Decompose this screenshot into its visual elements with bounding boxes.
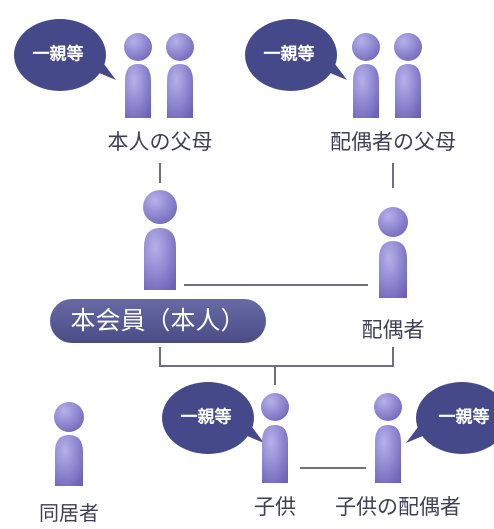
badge-bubble-child-spouse <box>406 382 494 454</box>
label-spouse: 配偶者 <box>361 318 425 342</box>
badge-label-self-parents: 一親等 <box>32 44 84 65</box>
person-icon-child-spouse <box>374 393 402 483</box>
person-icon-spouse <box>378 207 408 298</box>
label-self-parents: 本人の父母 <box>107 130 213 154</box>
badge-label-spouse-parents: 一親等 <box>263 44 315 65</box>
label-cohabitant: 同居者 <box>39 501 99 525</box>
line-member-to-children <box>159 347 394 367</box>
person-icon-child <box>261 393 289 483</box>
badge-bubble-spouse-parents <box>245 19 347 91</box>
badge-label-child-spouse: 一親等 <box>438 407 490 428</box>
label-child-spouse: 子供の配偶者 <box>335 495 461 519</box>
person-icon <box>352 33 380 118</box>
label-spouse-parents: 配偶者の父母 <box>330 130 456 154</box>
member-badge: 本会員（本人） <box>50 299 266 343</box>
person-icon <box>124 33 152 118</box>
badge-bubble-child <box>162 382 264 454</box>
badge-label-child: 一親等 <box>180 407 232 428</box>
person-icon-member <box>143 190 177 290</box>
person-icon <box>166 33 194 118</box>
person-icon <box>394 33 422 118</box>
badge-bubble-self-parents <box>14 19 116 91</box>
label-child: 子供 <box>254 495 296 519</box>
person-icon-cohabitant <box>54 402 84 486</box>
